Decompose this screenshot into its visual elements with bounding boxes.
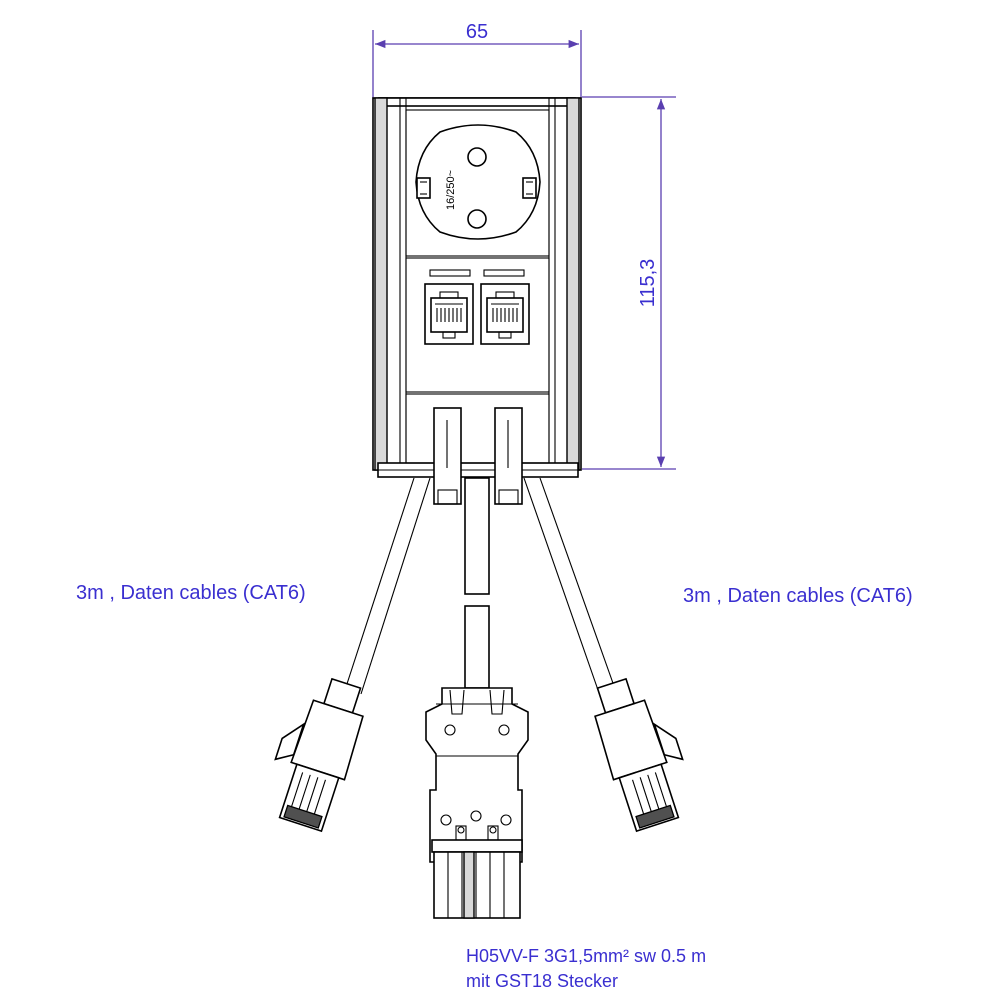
height-dimension-label: 115,3 (637, 259, 659, 308)
schuko-socket: 16/250~ (405, 109, 550, 257)
width-dimension: 65 (372, 21, 582, 100)
left-cat6-cable (274, 477, 431, 833)
power-cable (464, 477, 490, 689)
rj45-port-left (424, 283, 474, 345)
gst18-connector (425, 687, 529, 919)
left-cable-label: 3m , Daten cables (CAT6) (76, 582, 306, 604)
socket-rating-label: 16/250~ (445, 170, 457, 210)
unit-housing (372, 97, 582, 478)
right-cat6-cable (523, 477, 684, 833)
rj45-port-right (480, 283, 530, 345)
right-cable-label: 3m , Daten cables (CAT6) (683, 585, 913, 607)
height-dimension: 115,3 (582, 96, 676, 470)
right-rj45-plug (594, 677, 684, 833)
left-rj45-plug (274, 677, 364, 833)
rj45-module (405, 257, 550, 393)
power-cable-label-line1: H05VV-F 3G1,5mm² sw 0.5 m (466, 946, 706, 966)
power-cable-label-line2: mit GST18 Stecker (466, 971, 618, 991)
cable-exit-module (405, 393, 550, 505)
width-dimension-label: 65 (466, 21, 488, 43)
